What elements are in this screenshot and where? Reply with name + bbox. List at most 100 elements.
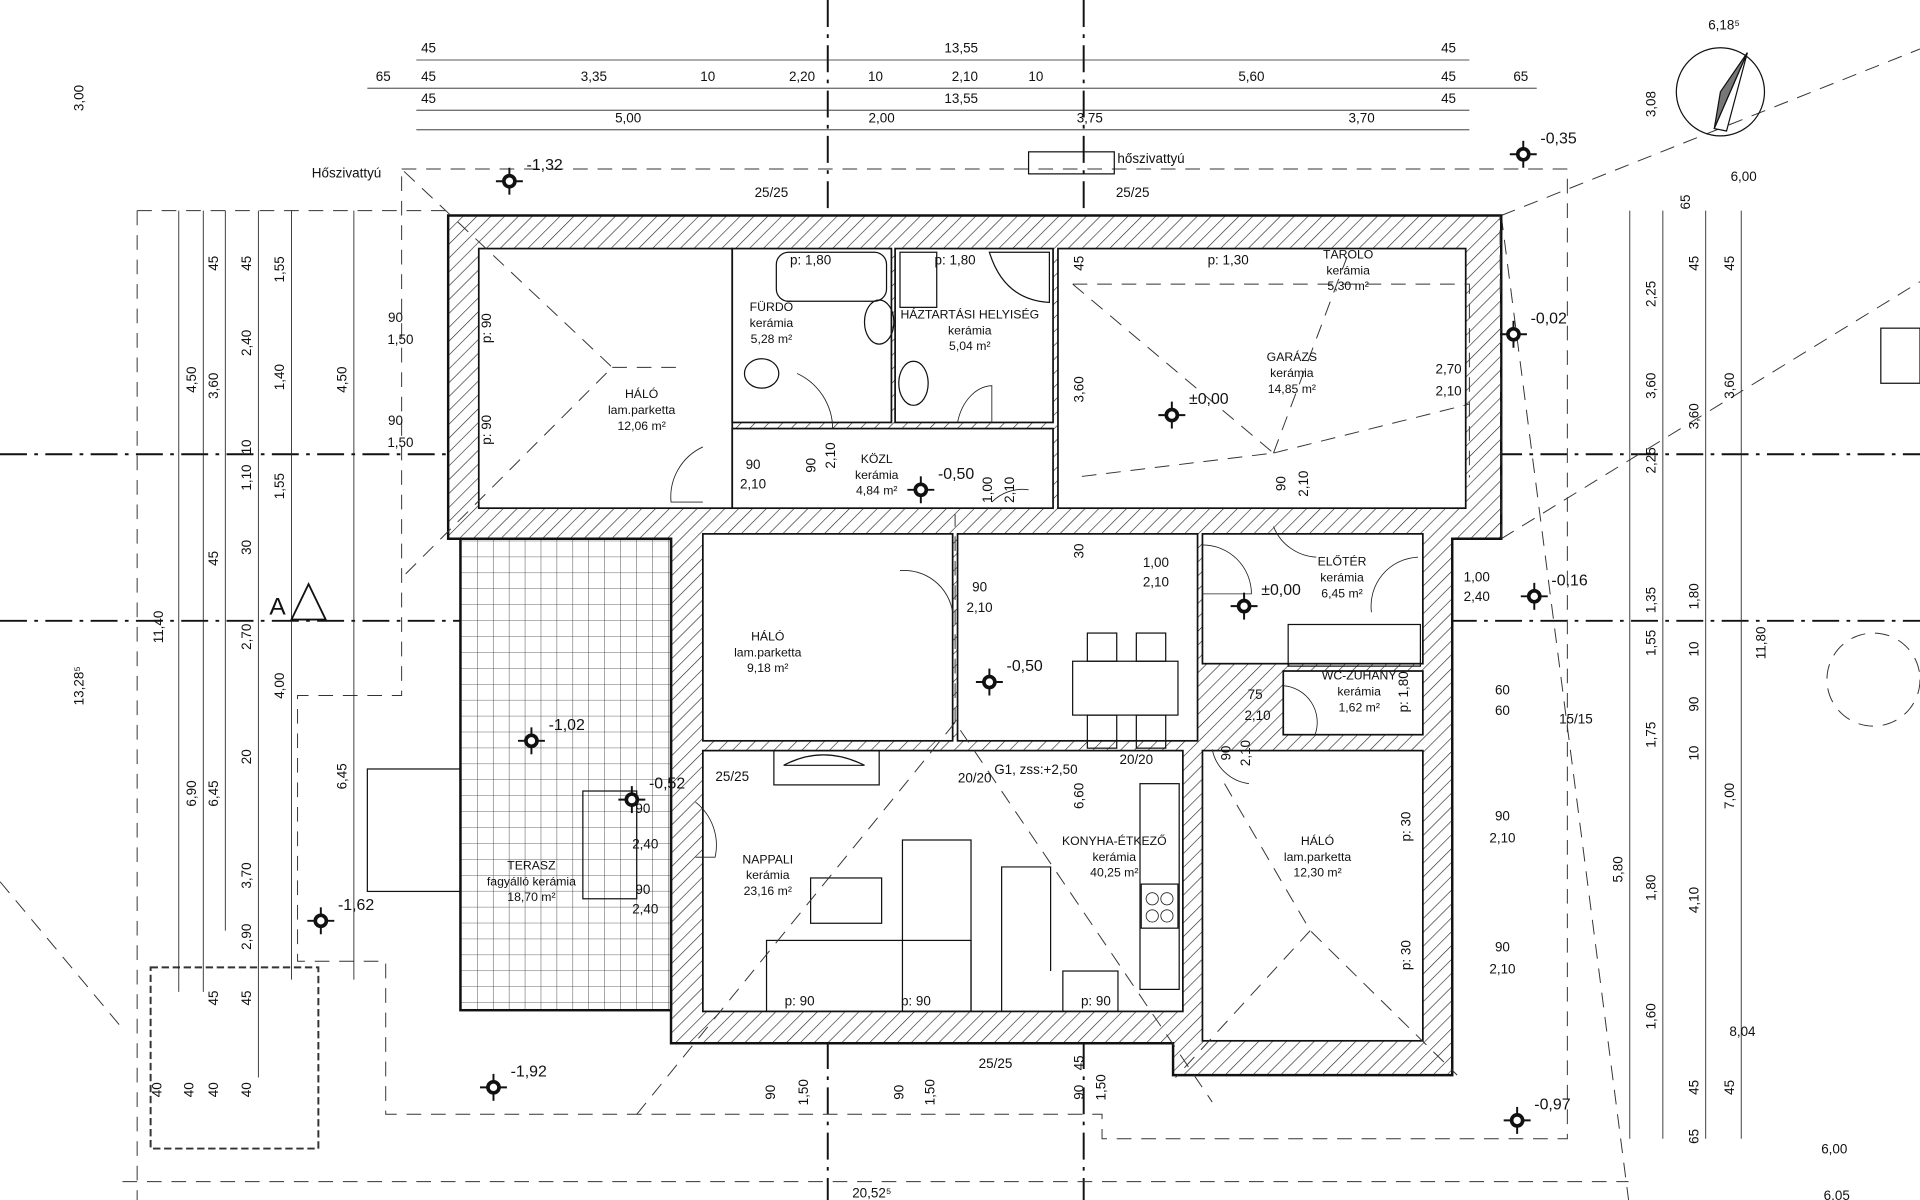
dimension-value: 20 xyxy=(239,749,254,764)
room-area: 40,25 m² xyxy=(1090,866,1138,880)
washbasin xyxy=(863,299,895,345)
dimension-value: 45 xyxy=(421,41,436,56)
opening-label: 60 xyxy=(1495,682,1510,697)
dimension-value: 45 xyxy=(1722,1080,1737,1095)
dimension-value: 1,50 xyxy=(922,1079,937,1105)
room-floor: kerámia xyxy=(1337,685,1381,699)
dimension-value: 1,80 xyxy=(1644,875,1659,901)
dimension-value: 45 xyxy=(206,256,221,271)
dimension-value: 5,00 xyxy=(615,110,641,125)
opening-label: 60 xyxy=(1495,703,1510,718)
room-floor: lam.parketta xyxy=(734,645,802,659)
annotation-note: 25/25 xyxy=(979,1056,1013,1071)
annotation-note: 25/25 xyxy=(1116,185,1150,200)
opening-label: 90 xyxy=(635,882,650,897)
dimension-value: 30 xyxy=(1072,544,1087,559)
room-floor: kerámia xyxy=(750,316,794,330)
dimension-value: 10 xyxy=(1686,641,1701,656)
dimension-value: 13,28⁵ xyxy=(71,666,86,705)
dimension-value: 1,10 xyxy=(239,464,254,490)
opening-label: p: 1,80 xyxy=(1396,671,1411,712)
site-outline xyxy=(0,48,1920,1200)
room-name: NAPPALI xyxy=(742,852,793,866)
level-marker-icon xyxy=(1503,1106,1531,1134)
opening-label: p: 90 xyxy=(479,313,494,343)
dimension-value: 45 xyxy=(1722,256,1737,271)
room-name: TERASZ xyxy=(507,858,556,872)
dimension-value: 2,25 xyxy=(1644,281,1659,307)
opening-label: 2,10 xyxy=(823,442,838,468)
room-area: 5,04 m² xyxy=(949,339,990,353)
dimension-value: 10 xyxy=(700,69,715,84)
dimension-value: 2,40 xyxy=(239,330,254,356)
dimension-value: 3,60 xyxy=(1072,376,1087,402)
level-value: -0,16 xyxy=(1551,572,1587,589)
room-area: 9,18 m² xyxy=(747,661,788,675)
level-value: ±0,00 xyxy=(1261,582,1301,599)
dimension-value: 45 xyxy=(1441,69,1456,84)
opening-label: p: 90 xyxy=(901,993,931,1008)
room-floor: kerámia xyxy=(1093,850,1137,864)
terrace-tiles xyxy=(459,537,673,1012)
dimension-value: 1,55 xyxy=(272,256,287,282)
opening-label: 2,10 xyxy=(1296,471,1311,497)
room-floor: lam.parketta xyxy=(608,403,676,417)
room-name: GARÁZS xyxy=(1267,349,1317,364)
level-marker-icon xyxy=(1520,582,1548,610)
room-area: 18,70 m² xyxy=(507,890,555,904)
dimension-value: 45 xyxy=(421,91,436,106)
dimension-value: 1,60 xyxy=(1644,1003,1659,1029)
dimension-value: 40 xyxy=(239,1082,254,1097)
opening-label: 2,10 xyxy=(1002,477,1017,503)
dimension-value: 6,45 xyxy=(206,780,221,806)
room-area: 6,45 m² xyxy=(1321,587,1362,601)
opening-label: 90 xyxy=(1495,808,1510,823)
room-name: KONYHA-ÉTKEZŐ xyxy=(1062,833,1167,848)
dimension-value: 3,08 xyxy=(1644,91,1659,117)
opening-label: 2,70 xyxy=(1435,361,1461,376)
dimension-value: 4,50 xyxy=(184,366,199,392)
level-value: -0,02 xyxy=(1531,310,1567,327)
room-floor: kerámia xyxy=(1320,571,1364,585)
annotation-note: 15/15 xyxy=(1559,712,1593,727)
level-value: -1,32 xyxy=(527,157,563,174)
level-value: -0,50 xyxy=(1007,658,1043,675)
dimension-value: 20,52⁵ xyxy=(852,1186,891,1200)
opening-label: p: 30 xyxy=(1399,812,1414,842)
room-floor: kerámia xyxy=(1326,263,1370,277)
opening-label: 2,40 xyxy=(632,837,658,852)
dimension-value: 3,60 xyxy=(1644,373,1659,399)
dimension-value: 3,35 xyxy=(581,69,607,84)
dimension-value: 10 xyxy=(1686,746,1701,761)
level-marker-icon xyxy=(1500,320,1527,348)
dimension-value: 1,75 xyxy=(1644,722,1659,748)
section-mark: A xyxy=(269,581,328,621)
dimension-value: 3,70 xyxy=(1349,110,1375,125)
dimension-value: 45 xyxy=(1072,256,1087,271)
annotation-note: 20/20 xyxy=(1119,752,1153,767)
opening-label: 2,10 xyxy=(1238,740,1253,766)
dimension-value: 45 xyxy=(206,990,221,1005)
dimension-value: 40 xyxy=(181,1082,196,1097)
opening-label: 1,50 xyxy=(387,435,413,450)
opening-label: 2,10 xyxy=(966,600,992,615)
opening-label: 90 xyxy=(635,801,650,816)
dimension-value: 45 xyxy=(1686,256,1701,271)
dimension-value: 2,70 xyxy=(239,624,254,650)
opening-label: 1,00 xyxy=(1464,570,1490,585)
level-marker-icon xyxy=(1158,401,1186,429)
level-marker-icon xyxy=(1230,592,1258,620)
shower xyxy=(988,251,1050,304)
room-area: 4,84 m² xyxy=(856,484,897,498)
room-area: 14,85 m² xyxy=(1268,382,1316,396)
level-value: ±0,00 xyxy=(1189,391,1229,408)
furniture xyxy=(366,251,1422,1013)
dimension-value: 3,60 xyxy=(1686,403,1701,429)
dimension-value: 6,18⁵ xyxy=(1708,17,1740,32)
cooktop xyxy=(1140,883,1179,929)
room-floor: lam.parketta xyxy=(1284,850,1352,864)
opening-label: p: 90 xyxy=(1081,993,1111,1008)
annotation-note: 25/25 xyxy=(715,769,749,784)
